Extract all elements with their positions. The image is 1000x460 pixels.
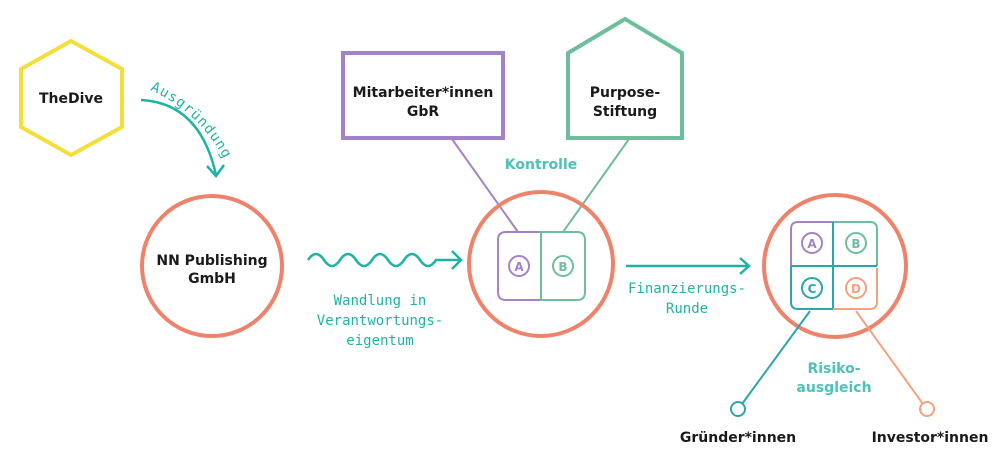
- purpose-node: Purpose- Stiftung: [562, 16, 684, 233]
- kontrolle-label: Kontrolle: [505, 157, 578, 173]
- mitarbeiter-box: [341, 51, 505, 140]
- nn-publishing-node: NN Publishing GmbH: [140, 194, 284, 338]
- company-ab-node: A B: [467, 190, 615, 338]
- purpose-label-line1: Purpose-: [590, 85, 661, 101]
- thedive-label: TheDive: [39, 91, 103, 107]
- share-b-quadrant: [833, 221, 878, 266]
- share-b-letter: B: [558, 260, 567, 274]
- company-ab-circle: [467, 190, 615, 338]
- risiko-label-line1: Risiko-: [807, 361, 860, 377]
- wandlung-edge: Wandlung in Verantwortungs- eigentum: [306, 250, 463, 349]
- purpose-house-shape: [566, 16, 684, 140]
- mitarbeiter-label-line1: Mitarbeiter*innen: [353, 85, 494, 101]
- share-a-letter: A: [514, 260, 524, 274]
- wandlung-label-line2: Verantwortungs-: [317, 313, 443, 329]
- share-a-badge-icon: [508, 255, 530, 277]
- share-c-letter: C: [808, 282, 817, 296]
- ausgruendung-label: Ausgründung: [148, 79, 234, 162]
- finanzierung-arrowhead-icon: [739, 257, 751, 275]
- share-b-badge-icon: [552, 255, 574, 277]
- finanzierung-label-line2: Runde: [666, 301, 708, 317]
- wandlung-label-line1: Wandlung in: [334, 293, 427, 309]
- share-a-quadrant: [790, 221, 833, 266]
- wandlung-arrowhead-icon: [451, 250, 463, 270]
- thedive-hexagon: [19, 38, 124, 158]
- company-abcd-circle: [762, 193, 908, 339]
- share-d-letter: D: [851, 282, 861, 296]
- nn-publishing-label-line1: NN Publishing: [156, 253, 267, 269]
- share-d-quadrant: [833, 268, 878, 310]
- ausgruendung-arrow-line: [140, 98, 218, 176]
- purpose-label-line2: Stiftung: [593, 104, 657, 120]
- wandlung-label-line3: eigentum: [346, 333, 413, 349]
- share-a-box: [497, 231, 542, 301]
- share-a-badge-icon-2: [801, 232, 823, 254]
- mitarbeiter-label-line2: GbR: [407, 104, 440, 120]
- share-d-badge-icon: [845, 277, 867, 299]
- investor-endpoint-icon: [919, 401, 935, 417]
- share-c-quadrant: [790, 222, 877, 310]
- share-b-badge-icon-2: [845, 232, 867, 254]
- risiko-edge: Risiko- ausgleich: [730, 310, 935, 417]
- gruender-endpoint-icon: [730, 401, 746, 417]
- mitarbeiter-node: Mitarbeiter*innen GbR: [341, 51, 519, 233]
- finanzierung-edge: Finanzierungs- Runde: [626, 257, 751, 317]
- share-b-box: [540, 231, 586, 301]
- gruender-connector: [741, 310, 811, 405]
- wandlung-wave-line: [306, 252, 460, 268]
- finanzierung-label-line1: Finanzierungs-: [628, 281, 746, 297]
- thedive-node: TheDive: [19, 38, 124, 158]
- purpose-connector: [562, 138, 630, 233]
- company-abcd-node: A B C D: [762, 193, 908, 339]
- mitarbeiter-connector: [451, 138, 519, 233]
- investor-label: Investor*innen: [872, 430, 989, 446]
- share-b-letter-2: B: [851, 237, 860, 251]
- share-a-letter-2: A: [807, 237, 817, 251]
- ausgruendung-label-path: Ausgründung: [148, 79, 233, 162]
- nn-publishing-circle: [140, 194, 284, 338]
- nn-publishing-label-line2: GmbH: [188, 271, 236, 287]
- ausgruendung-edge: Ausgründung: [140, 79, 234, 178]
- investor-connector: [855, 310, 924, 405]
- gruender-label: Gründer*innen: [680, 430, 796, 446]
- risiko-label-line2: ausgleich: [796, 380, 871, 396]
- share-c-badge-icon: [801, 277, 823, 299]
- ausgruendung-arrowhead-icon: [206, 164, 226, 178]
